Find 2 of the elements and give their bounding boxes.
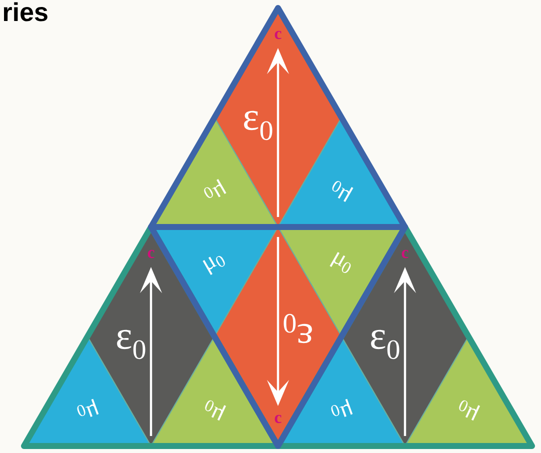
heading: ries — [4, 2, 48, 22]
triangle-outline — [148, 224, 408, 449]
